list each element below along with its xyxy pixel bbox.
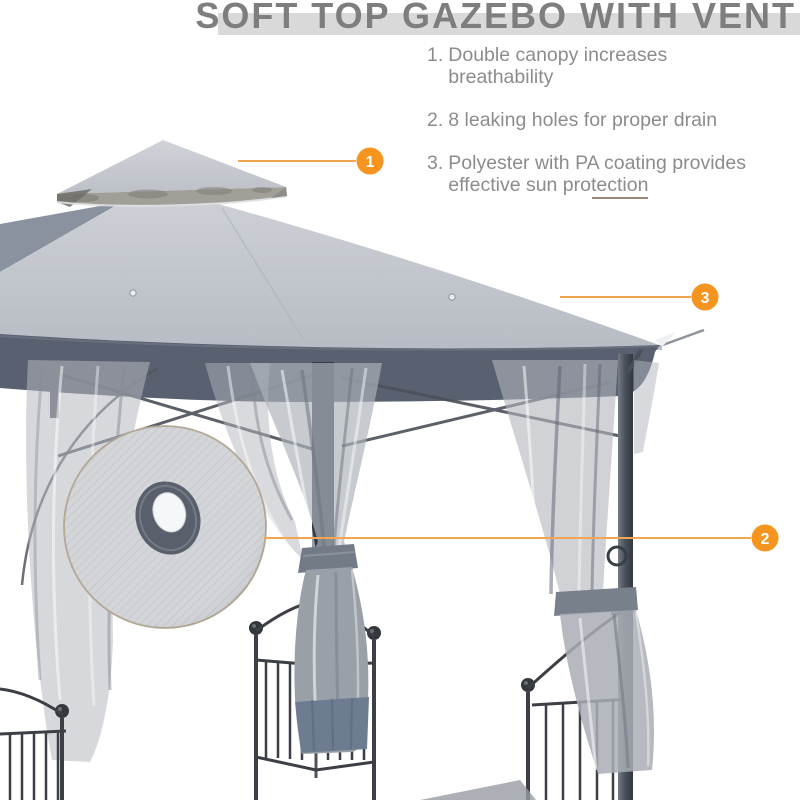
drain-hole-inset	[63, 425, 267, 629]
feature-item-2: 2. 8 leaking holes for proper drain	[427, 109, 792, 131]
curtain-drape-center	[294, 567, 369, 754]
curtain-tie-center	[298, 544, 358, 573]
feature-number: 2.	[427, 109, 444, 131]
canopy-drain-hole	[129, 289, 137, 297]
marker-1-badge	[356, 147, 384, 175]
canopy-crease	[221, 207, 306, 343]
feature-text: Double canopy increases breathability	[448, 44, 668, 88]
callout-markers: 1 2 3	[238, 147, 779, 552]
canopy-main-face	[0, 199, 662, 352]
frame-corner-rod	[659, 328, 705, 348]
marker-1: 1	[238, 147, 384, 175]
curtain-tie-right	[554, 587, 638, 616]
marker-2: 2	[264, 524, 779, 552]
marker-1-label: 1	[366, 154, 375, 171]
feature-text: 8 leaking holes for proper drain	[448, 109, 718, 131]
canopy-drain-hole	[448, 293, 456, 301]
feature-item-1: 1. Double canopy increases breathability	[427, 44, 792, 88]
feature-number: 1.	[427, 44, 444, 66]
feature-number: 3.	[427, 152, 444, 174]
page-title: SOFT TOP GAZEBO WITH VENT	[195, 0, 796, 36]
drain-grommet	[135, 481, 201, 555]
curtain-drape-right	[420, 610, 655, 800]
pole-holdback-ring	[606, 545, 628, 567]
marker-3-label: 3	[701, 290, 710, 307]
marker-2-badge	[751, 524, 779, 552]
marker-2-label: 2	[761, 531, 770, 548]
title-highlight-band	[218, 13, 800, 35]
marker-3-badge	[691, 283, 719, 311]
divider-line	[592, 197, 648, 199]
marker-3: 3	[560, 283, 719, 311]
feature-text: Polyester with PA coating provides effec…	[448, 152, 746, 196]
canopy-top-tier	[57, 140, 286, 194]
header: SOFT TOP GAZEBO WITH VENT	[0, 0, 800, 44]
feature-item-3: 3. Polyester with PA coating provides ef…	[427, 152, 792, 196]
feature-list: 1. Double canopy increases breathability…	[427, 44, 792, 217]
